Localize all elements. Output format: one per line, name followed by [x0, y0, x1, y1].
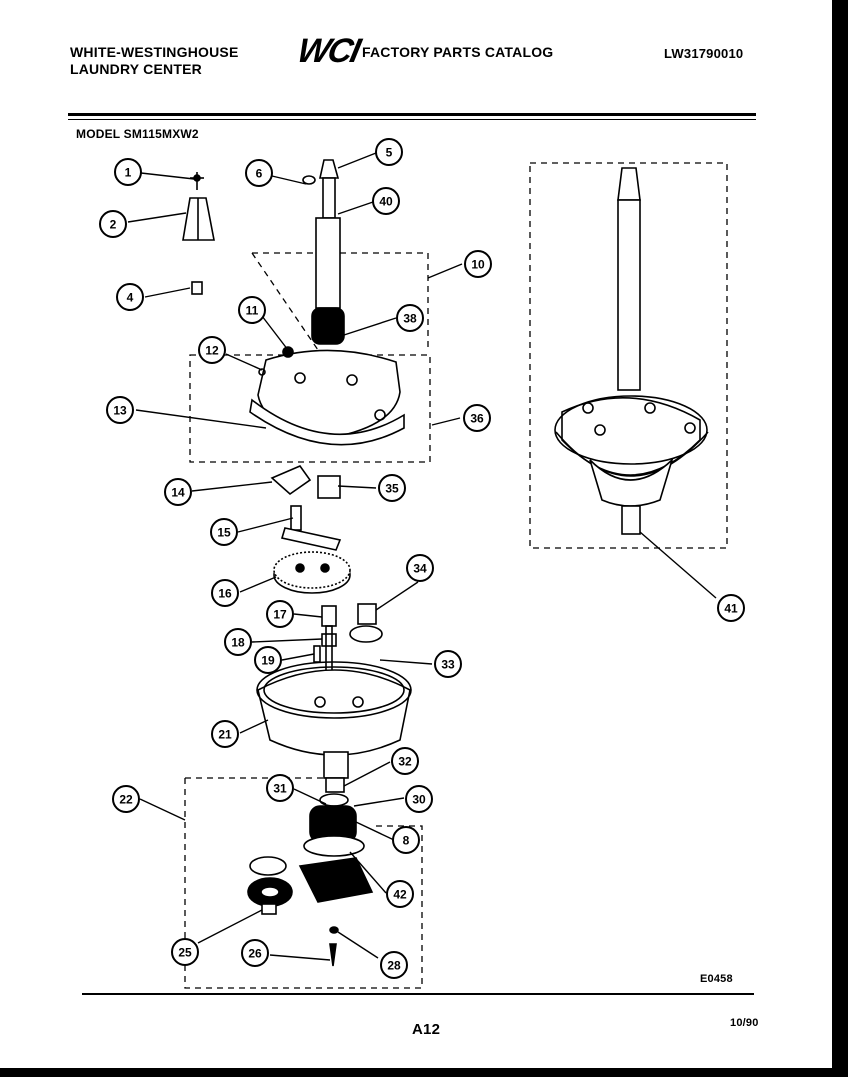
callout-17: 17 — [266, 600, 294, 628]
svg-text:11: 11 — [246, 304, 259, 318]
svg-text:17: 17 — [273, 608, 287, 622]
part-washer-18 — [321, 633, 337, 647]
svg-text:30: 30 — [412, 793, 426, 807]
svg-text:15: 15 — [217, 526, 231, 540]
leader-lines — [127, 152, 717, 961]
page-number: A12 — [412, 1021, 441, 1038]
callout-6: 6 — [245, 159, 273, 187]
svg-text:26: 26 — [248, 947, 262, 961]
callout-42: 42 — [386, 880, 414, 908]
callout-15: 15 — [210, 518, 238, 546]
svg-text:28: 28 — [387, 959, 401, 973]
callout-14: 14 — [164, 478, 192, 506]
exploded-parts-diagram: 1 2 4 6 5 40 10 11 38 12 13 36 14 35 15 … — [99, 138, 745, 989]
svg-text:25: 25 — [178, 946, 192, 960]
part-drive-shaft — [302, 159, 345, 345]
svg-text:35: 35 — [385, 482, 399, 496]
callout-18: 18 — [224, 628, 252, 656]
svg-text:32: 32 — [398, 755, 412, 769]
svg-text:16: 16 — [218, 587, 232, 601]
model-label: MODEL SM115MXW2 — [76, 127, 199, 141]
svg-text:34: 34 — [413, 562, 427, 576]
svg-text:14: 14 — [171, 486, 185, 500]
callout-38: 38 — [396, 304, 424, 332]
svg-text:18: 18 — [231, 636, 245, 650]
header-rule-thin — [68, 119, 756, 120]
part-gearcase — [256, 661, 412, 779]
svg-text:22: 22 — [119, 793, 133, 807]
svg-text:10: 10 — [471, 258, 485, 272]
catalog-title: FACTORY PARTS CATALOG — [362, 44, 554, 60]
header-rule — [68, 113, 756, 116]
svg-text:8: 8 — [403, 834, 410, 848]
callout-35: 35 — [378, 474, 406, 502]
part-gear-17 — [321, 605, 337, 627]
parts-catalog-page: WHITE-WESTINGHOUSE LAUNDRY CENTER WCI FA… — [0, 0, 832, 1068]
svg-text:41: 41 — [724, 602, 738, 616]
callout-11: 11 — [238, 296, 266, 324]
callout-12: 12 — [198, 336, 226, 364]
svg-text:42: 42 — [393, 888, 407, 902]
callout-28: 28 — [380, 951, 408, 979]
svg-text:13: 13 — [113, 404, 127, 418]
callout-19: 19 — [254, 646, 282, 674]
brand-block: WHITE-WESTINGHOUSE LAUNDRY CENTER — [70, 44, 238, 78]
callout-25: 25 — [171, 938, 199, 966]
svg-text:38: 38 — [403, 312, 417, 326]
brand-line-1: WHITE-WESTINGHOUSE — [70, 44, 239, 60]
callout-13: 13 — [106, 396, 134, 424]
svg-text:2: 2 — [110, 218, 117, 232]
callout-33: 33 — [434, 650, 462, 678]
part-cam — [270, 465, 312, 496]
callout-group: 1 2 4 6 5 40 10 11 38 12 13 36 14 35 15 … — [99, 138, 745, 979]
svg-text:12: 12 — [205, 344, 219, 358]
svg-text:21: 21 — [218, 728, 232, 742]
callout-40: 40 — [372, 187, 400, 215]
callout-1: 1 — [114, 158, 142, 186]
callout-34: 34 — [406, 554, 434, 582]
svg-text:40: 40 — [379, 195, 393, 209]
callout-2: 2 — [99, 210, 127, 238]
callout-41: 41 — [717, 594, 745, 622]
brand-line-2: LAUNDRY CENTER — [70, 61, 202, 77]
callout-36: 36 — [463, 404, 491, 432]
callout-16: 16 — [211, 579, 239, 607]
callout-4: 4 — [116, 283, 144, 311]
part-lower-assembly — [247, 777, 374, 967]
part-pinion — [317, 475, 341, 499]
diagram-reference-code: E0458 — [700, 973, 733, 985]
svg-text:33: 33 — [441, 658, 455, 672]
svg-text:4: 4 — [127, 291, 134, 305]
svg-text:19: 19 — [261, 654, 275, 668]
callout-21: 21 — [211, 720, 239, 748]
callout-22: 22 — [112, 785, 140, 813]
part-transmission-assembly — [554, 167, 709, 535]
part-main-gear — [273, 551, 351, 594]
callout-10: 10 — [464, 250, 492, 278]
callout-8: 8 — [392, 826, 420, 854]
catalog-number: LW31790010 — [664, 46, 744, 61]
part-pin-19 — [313, 645, 321, 663]
part-screw — [190, 172, 204, 190]
svg-text:1: 1 — [125, 166, 132, 180]
callout-5: 5 — [375, 138, 403, 166]
svg-text:31: 31 — [273, 782, 287, 796]
part-clip — [191, 281, 203, 295]
footer-rule — [82, 993, 754, 995]
revision-date: 10/90 — [730, 1017, 759, 1029]
callout-26: 26 — [241, 939, 269, 967]
part-gear-34 — [357, 603, 377, 625]
callout-32: 32 — [391, 747, 419, 775]
svg-text:36: 36 — [470, 412, 484, 426]
callout-31: 31 — [266, 774, 294, 802]
svg-text:6: 6 — [256, 167, 263, 181]
callout-30: 30 — [405, 785, 433, 813]
part-transmission-cover — [249, 346, 405, 446]
part-crank — [280, 505, 342, 551]
svg-text:5: 5 — [386, 146, 393, 160]
dashed-group-boxes — [184, 162, 728, 989]
